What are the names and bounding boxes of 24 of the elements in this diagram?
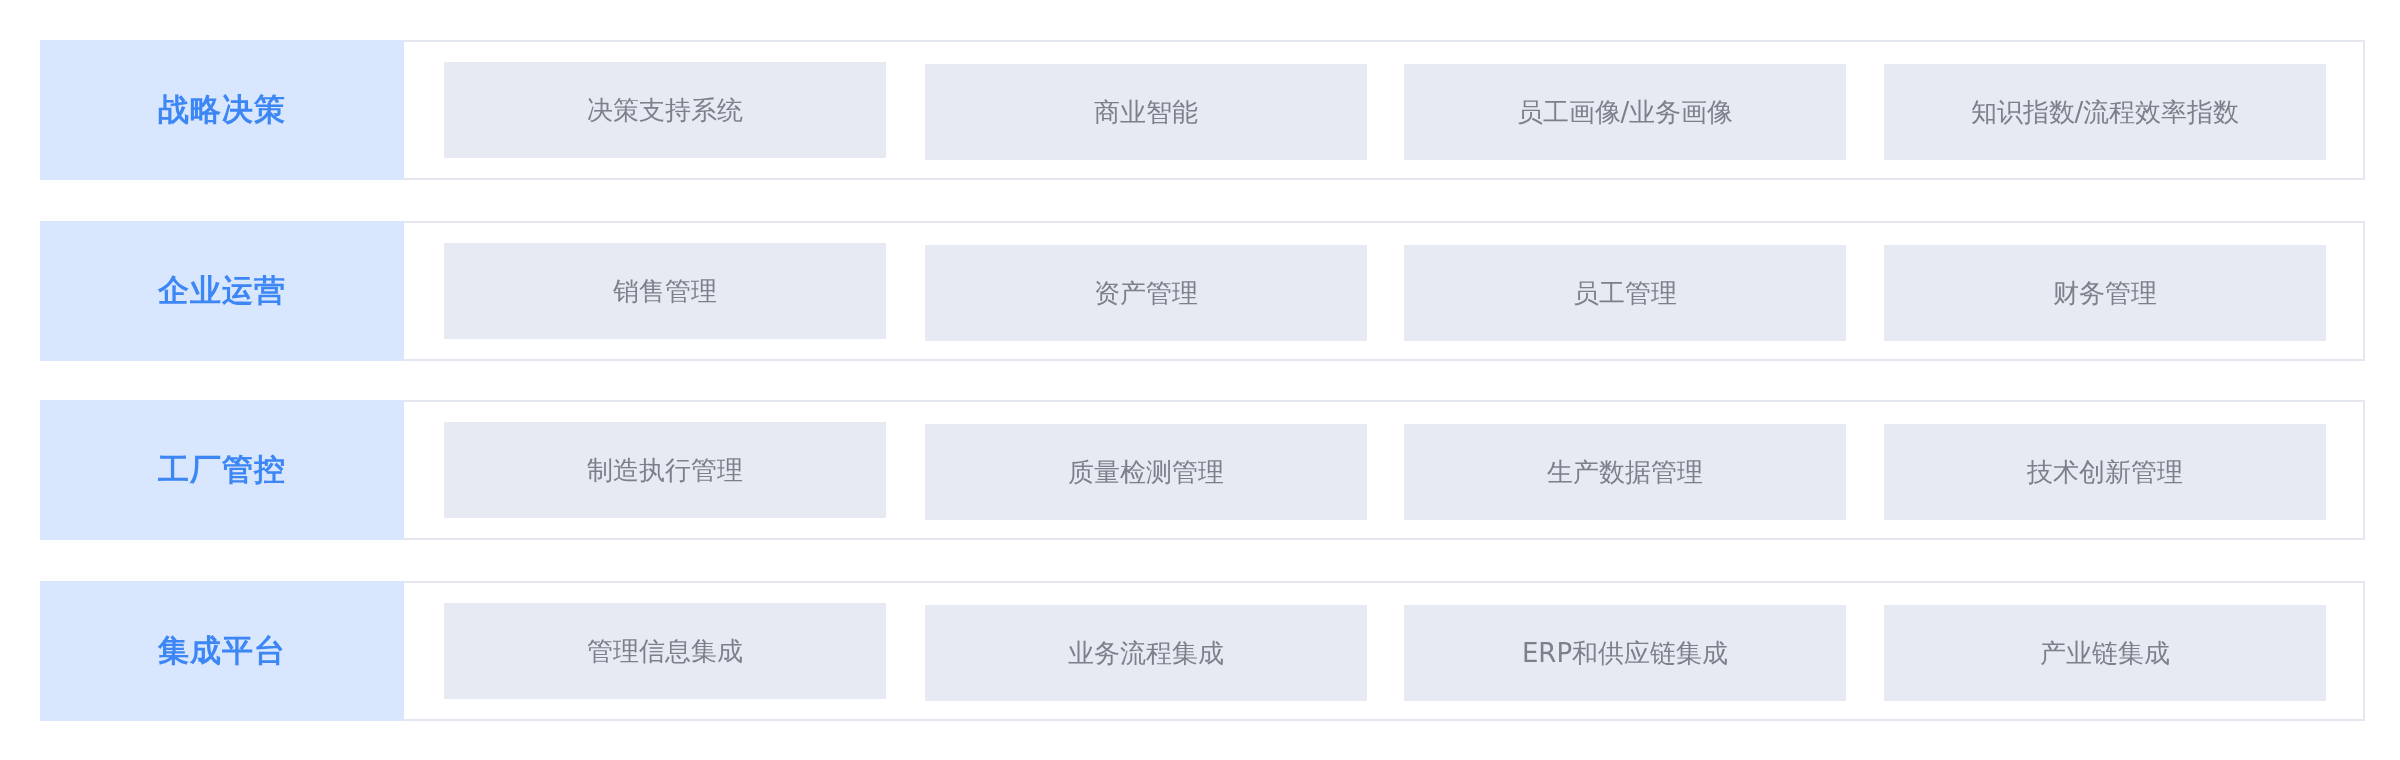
module-card: 管理信息集成: [444, 603, 886, 699]
module-card: 知识指数/流程效率指数: [1884, 64, 2326, 160]
layer-band: [40, 221, 2365, 361]
layer-band: [40, 581, 2365, 721]
module-card: 质量检测管理: [925, 424, 1367, 520]
module-card: 销售管理: [444, 243, 886, 339]
module-card: 生产数据管理: [1404, 424, 1846, 520]
layer-heading: 战略决策: [40, 40, 404, 180]
layer-band: [40, 400, 2365, 540]
module-card: ERP和供应链集成: [1404, 605, 1846, 701]
module-card: 产业链集成: [1884, 605, 2326, 701]
module-card: 资产管理: [925, 245, 1367, 341]
module-card: 业务流程集成: [925, 605, 1367, 701]
layer-heading: 工厂管控: [40, 400, 404, 540]
layer-heading: 集成平台: [40, 581, 404, 721]
module-card: 员工管理: [1404, 245, 1846, 341]
layer-heading: 企业运营: [40, 221, 404, 361]
module-card: 商业智能: [925, 64, 1367, 160]
layer-band: [40, 40, 2365, 180]
module-card: 制造执行管理: [444, 422, 886, 518]
module-card: 技术创新管理: [1884, 424, 2326, 520]
module-card: 决策支持系统: [444, 62, 886, 158]
module-card: 财务管理: [1884, 245, 2326, 341]
module-card: 员工画像/业务画像: [1404, 64, 1846, 160]
